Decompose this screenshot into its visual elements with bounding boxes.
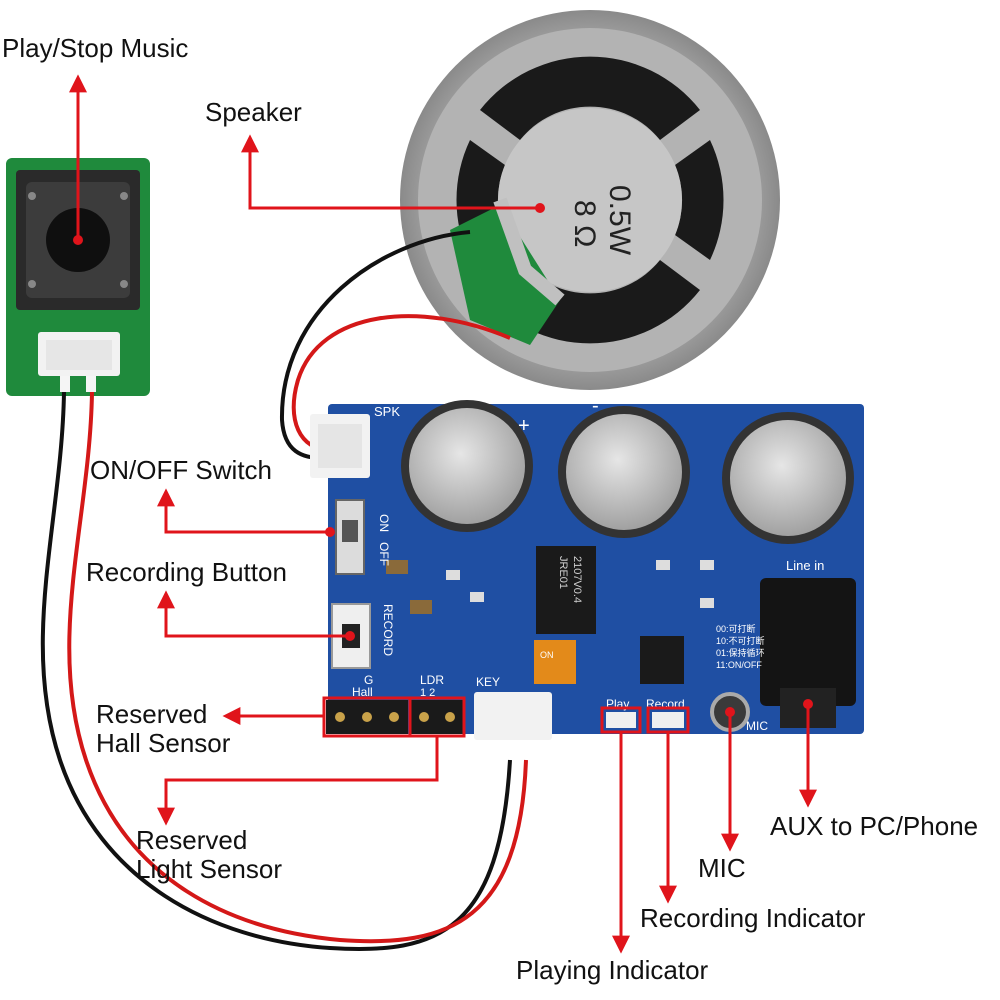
key-connector [474,692,552,740]
button-cable-red [67,391,528,944]
main-pcb: JRE01 2107V0.4 [310,395,864,740]
battery-3 [722,412,854,544]
silk-mode-code-1: 00:可打断 [716,623,756,634]
silk-plus: + [518,415,530,437]
silk-key: KEY [476,675,500,689]
label-hall-sensor-line2: Hall Sensor [96,728,231,759]
speaker-power-marking: 0.5W [603,185,636,256]
speaker-cable-black [279,230,471,461]
battery-2 [558,406,690,538]
battery-1 [401,400,533,532]
silk-mic: MIC [746,719,768,733]
speaker-cable-red [291,314,511,452]
silk-mode-code-2: 10:不可打断 [716,635,765,646]
label-recording-indicator: Recording Indicator [640,903,866,933]
speaker: 0.5W 8 Ω [400,10,780,390]
label-recording-button: Recording Button [86,557,287,587]
speaker-impedance-marking: 8 Ω [568,200,601,247]
silk-dip-on: ON [540,650,554,660]
label-light-sensor-line1: Reserved [136,825,248,855]
chip-marking-2: 2107V0.4 [571,556,583,603]
label-light-sensor-line2: Light Sensor [136,854,282,885]
record-led [652,712,684,728]
silk-line-in: Line in [786,558,824,573]
label-hall-sensor-line1: Reserved [96,699,208,729]
play-led [606,712,636,728]
label-light-sensor: Reserved Light Sensor [136,825,282,885]
silk-mode-code-3: 01:保持循环 [716,647,765,658]
label-on-off-switch: ON/OFF Switch [90,455,273,485]
label-aux: AUX to PC/Phone [770,811,979,841]
silk-record: RECORD [381,604,395,656]
label-play-stop-music: Play/Stop Music [2,33,189,63]
silk-mode-code-4: 11:ON/OFF [716,660,762,670]
label-speaker: Speaker [205,97,302,127]
silk-g: G [364,673,373,687]
silk-ldr: LDR [420,673,444,687]
silk-minus: - [592,395,599,417]
silk-off: OFF [377,542,391,566]
label-mic: MIC [698,853,746,883]
mode-dip-switch[interactable] [534,640,576,684]
silk-ldr-pins: 1 2 [420,687,435,699]
label-hall-sensor: Reserved Hall Sensor [96,699,231,759]
label-playing-indicator: Playing Indicator [516,955,709,985]
silk-hall: Hall [352,685,373,699]
silk-on: ON [377,514,391,532]
chip-marking-1: JRE01 [557,556,569,589]
main-chip [536,546,596,634]
silk-spk: SPK [374,404,400,419]
callout-pointers [69,74,817,954]
line-in-jack [760,578,856,706]
secondary-chip [640,636,684,684]
